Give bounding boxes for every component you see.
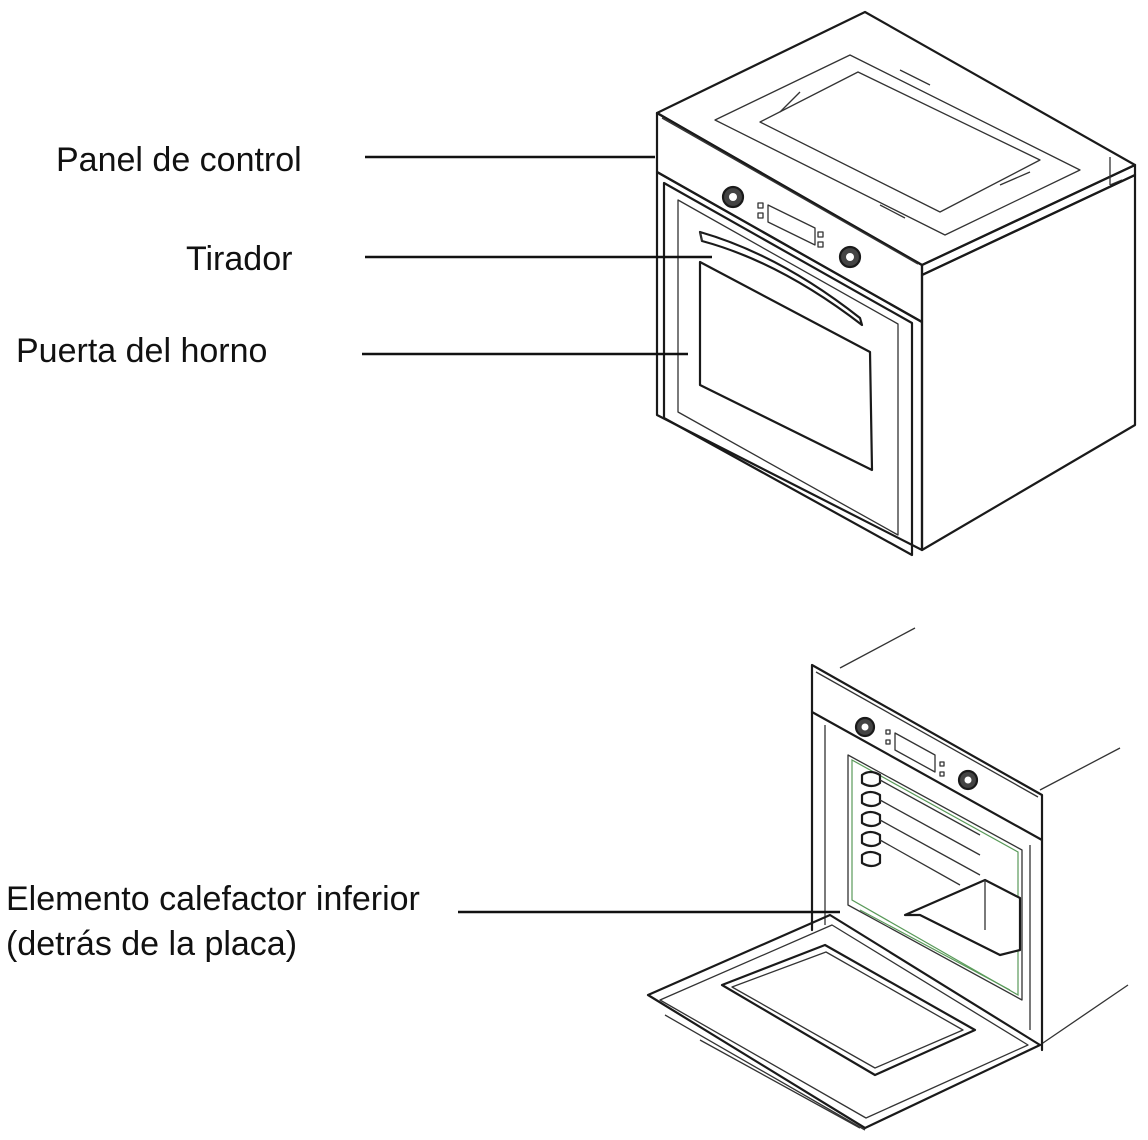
open-left-knob-icon (854, 716, 876, 738)
rack-rails-icon (860, 770, 981, 886)
label-handle: Tirador (186, 240, 292, 278)
label-bottom-heater: Elemento calefactor inferior (6, 880, 420, 918)
closed-oven-illustration (655, 10, 1137, 557)
label-bottom-heater-note: (detrás de la placa) (6, 925, 297, 963)
right-knob-icon (838, 245, 862, 269)
display-icon (757, 202, 824, 248)
label-control-panel: Panel de control (56, 141, 302, 179)
open-oven-illustration (646, 627, 1129, 1131)
open-display-icon (885, 729, 945, 777)
label-oven-door: Puerta del horno (16, 332, 267, 370)
open-right-knob-icon (957, 769, 979, 791)
left-knob-icon (721, 185, 745, 209)
